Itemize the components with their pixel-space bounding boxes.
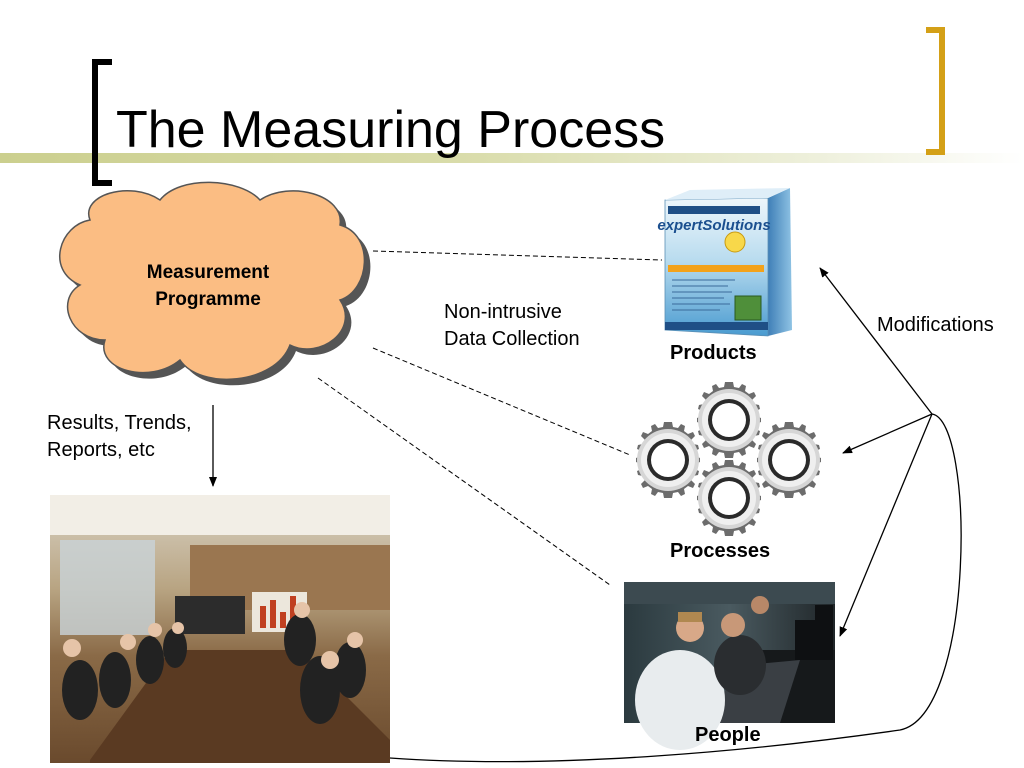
left-bracket — [92, 59, 112, 186]
modification-arrow-people — [839, 413, 933, 637]
gears-image — [636, 382, 821, 536]
measurement-cloud — [59, 181, 371, 386]
product-box-image: expertSolutions — [657, 188, 792, 337]
dashed-line-processes — [372, 347, 631, 456]
box-brand-text: expertSolutions — [657, 217, 770, 234]
products-label: Products — [670, 342, 757, 364]
cloud-label-text: Measurement Programme — [146, 262, 270, 310]
title-underline-bar — [0, 153, 1024, 163]
modification-arrow-processes — [842, 413, 933, 454]
slide-title: The Measuring Process — [116, 101, 666, 159]
modifications-label: Modifications — [877, 314, 994, 336]
people-label: People — [695, 724, 761, 746]
cloud-label: Measurement Programme — [108, 259, 308, 313]
right-bracket — [926, 27, 945, 155]
results-label: Results, Trends, Reports, etc — [47, 412, 192, 461]
modification-arrow-products — [819, 267, 933, 415]
dashed-line-people — [317, 377, 611, 586]
feedback-loop-curve — [389, 413, 962, 763]
processes-label: Processes — [670, 540, 771, 562]
meeting-room-photo — [50, 495, 390, 763]
data-collection-label: Non-intrusive Data Collection — [444, 301, 580, 350]
people-photo — [624, 582, 835, 750]
dashed-line-products — [372, 250, 663, 261]
